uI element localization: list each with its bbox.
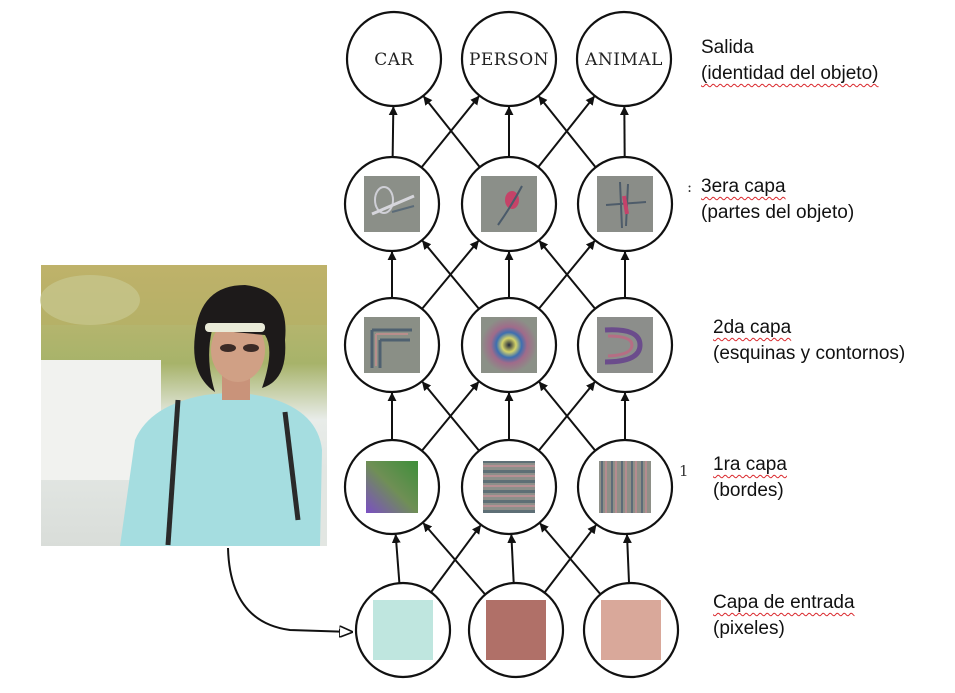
input-pixel-2 (486, 600, 546, 660)
connection-arrow-21 (393, 107, 394, 157)
label-layer2: 2da capa (esquinas y contornos) (713, 315, 905, 367)
label-layer3-subtitle-row: (partes del objeto) (701, 200, 854, 226)
label-output-subtitle-text: (identidad del objeto) (701, 63, 878, 84)
edge-filter-diagonal (366, 461, 418, 513)
label-input: Capa de entrada (pixeles) (713, 590, 855, 642)
label-layer3-subtitle: (partes del objeto) (701, 202, 854, 223)
input-pixel-3 (601, 600, 661, 660)
label-layer2-title: 2da capa (713, 317, 791, 338)
connection-arrow-3 (511, 535, 513, 583)
photo-to-input-arrow (228, 548, 352, 632)
connection-arrow-22 (422, 96, 479, 167)
label-layer1-title-row: 1ra capa (713, 452, 787, 478)
output-layer: CAR PERSON ANIMAL (347, 12, 671, 106)
input-photo (40, 265, 327, 546)
label-input-title: Capa de entrada (713, 592, 855, 613)
label-layer2-subtitle-row: (esquinas y contornos) (713, 341, 905, 367)
label-input-subtitle-row: (pixeles) (713, 616, 855, 642)
connection-arrow-6 (627, 535, 629, 583)
connection-arrow-23 (424, 97, 480, 168)
input-pixel-1 (373, 600, 433, 660)
label-output-title: Salida (701, 35, 878, 61)
connection-arrow-0 (396, 535, 400, 583)
stray-colon: : (687, 178, 692, 196)
contour-filter-curve (597, 317, 653, 373)
label-layer3: 3era capa (partes del objeto) (701, 174, 854, 226)
contour-filter-ring (481, 317, 537, 373)
connection-arrow-2 (423, 523, 485, 594)
label-input-title-row: Capa de entrada (713, 590, 855, 616)
label-layer3-title-row: 3era capa (701, 174, 854, 200)
edge-filter-horizontal (483, 461, 535, 513)
label-layer1-title: 1ra capa (713, 454, 787, 475)
output-label-animal: ANIMAL (584, 50, 663, 70)
edge-filter-vertical (599, 461, 651, 513)
label-layer3-title: 3era capa (701, 176, 786, 197)
label-layer1-subtitle: (bordes) (713, 480, 784, 501)
input-layer (356, 583, 678, 677)
output-label-car: CAR (374, 50, 414, 70)
label-layer2-title-row: 2da capa (713, 315, 905, 341)
label-layer1: 1ra capa (bordes) (713, 452, 787, 504)
connection-arrow-5 (540, 524, 600, 595)
label-output-subtitle: (identidad del objeto) (701, 61, 878, 87)
label-input-subtitle: (pixeles) (713, 618, 785, 639)
layer-3 (345, 157, 672, 251)
layer-1 (345, 440, 672, 534)
label-layer1-subtitle-row: (bordes) (713, 478, 787, 504)
connection-arrow-1 (431, 526, 480, 593)
output-label-person: PERSON (469, 50, 549, 70)
stray-one: 1 (679, 462, 689, 480)
label-layer2-subtitle: (esquinas y contornos) (713, 343, 905, 364)
layer-2 (345, 298, 672, 392)
label-output: Salida (identidad del objeto) (701, 35, 878, 87)
